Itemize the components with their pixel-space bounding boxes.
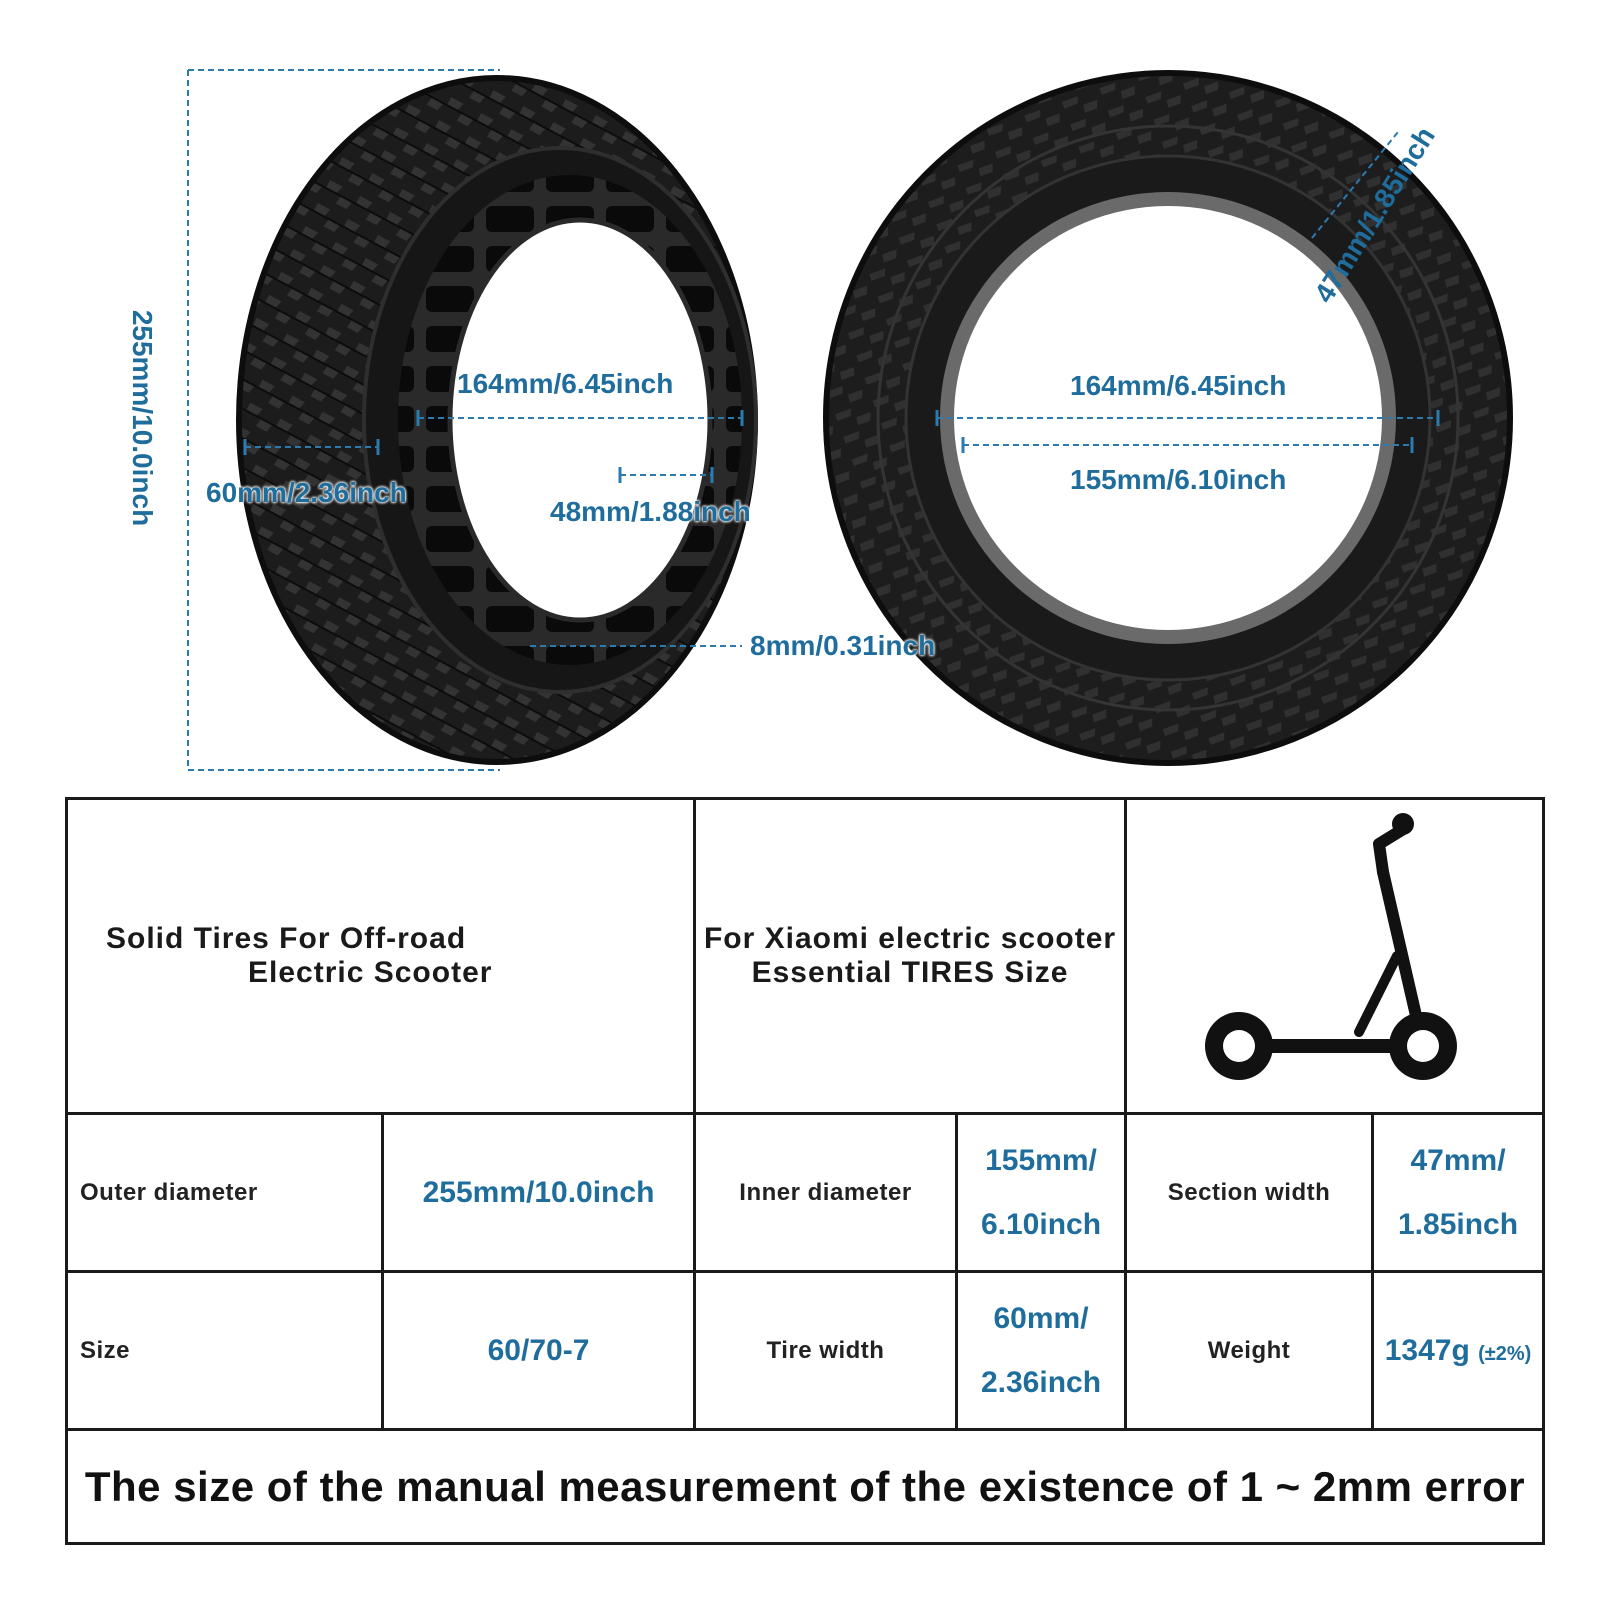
inner-diameter-label: Inner diameter xyxy=(693,1112,958,1273)
section-width-inch: 1.85inch xyxy=(1397,1207,1519,1241)
left-tire-width-dimension: 60mm/2.36inch xyxy=(206,477,407,508)
weight-value: 1347g (±2%) xyxy=(1371,1270,1546,1431)
tire-figure: 255mm/10.0inch 164mm/6.45inch 60mm/2.36i… xyxy=(0,0,1600,780)
electric-scooter-icon xyxy=(1205,813,1458,1080)
compatibility-title-line2: Essential TIRES Size xyxy=(751,956,1069,989)
right-outer-inner-dimension: 164mm/6.45inch xyxy=(1070,370,1287,401)
product-title-line1: Solid Tires For Off-road xyxy=(106,922,467,955)
weight-grams: 1347g xyxy=(1384,1333,1470,1367)
measurement-note: The size of the manual measurement of th… xyxy=(64,1428,1546,1545)
section-width-value: 47mm/1.85inch xyxy=(1371,1112,1546,1273)
size-value: 60/70-7 xyxy=(381,1270,696,1431)
table-row: Size 60/70-7 Tire width 60mm/2.36inch We… xyxy=(65,1270,1546,1431)
tire-width-inch: 2.36inch xyxy=(980,1365,1102,1399)
scooter-image-cell xyxy=(1124,797,1546,1115)
solid-tire-icon xyxy=(236,75,758,765)
table-row: Outer diameter 255mm/10.0inch Inner diam… xyxy=(65,1112,1546,1273)
section-width-label: Section width xyxy=(1124,1112,1375,1273)
outer-diameter-label: Outer diameter xyxy=(65,1112,384,1273)
left-inner-diameter-dimension: 164mm/6.45inch xyxy=(457,368,674,399)
left-rim-dimension: 8mm/0.31inch xyxy=(750,630,936,661)
inner-diameter-mm: 155mm/ xyxy=(985,1143,1097,1177)
inner-diameter-value: 155mm/6.10inch xyxy=(954,1112,1128,1273)
product-title-cell: Solid Tires For Off-road Electric Scoote… xyxy=(65,797,696,1115)
tire-width-label: Tire width xyxy=(693,1270,958,1431)
tires-illustration xyxy=(187,69,1513,771)
tire-width-value: 60mm/2.36inch xyxy=(954,1270,1128,1431)
tire-width-mm: 60mm/ xyxy=(993,1301,1089,1335)
outer-diameter-dimension: 255mm/10.0inch xyxy=(127,309,158,527)
dimension-lines xyxy=(187,69,1438,771)
spec-table: Solid Tires For Off-road Electric Scoote… xyxy=(64,797,1546,1545)
inner-diameter-inch: 6.10inch xyxy=(980,1207,1102,1241)
weight-tolerance: (±2%) xyxy=(1478,1342,1532,1365)
left-hole-dimension: 48mm/1.88inch xyxy=(550,496,751,527)
weight-label: Weight xyxy=(1124,1270,1375,1431)
product-title-line2: Electric Scooter xyxy=(248,956,493,989)
title-row: Solid Tires For Off-road Electric Scoote… xyxy=(65,797,1546,1115)
outer-diameter-value: 255mm/10.0inch xyxy=(381,1112,696,1273)
right-inner-diameter-dimension: 155mm/6.10inch xyxy=(1070,464,1287,495)
compatibility-title-line1: For Xiaomi electric scooter xyxy=(703,922,1117,955)
size-label: Size xyxy=(65,1270,384,1431)
dimension-ticks xyxy=(243,410,1440,483)
footer-row: The size of the manual measurement of th… xyxy=(64,1428,1546,1545)
compatibility-title-cell: For Xiaomi electric scooter Essential TI… xyxy=(692,797,1128,1115)
section-width-mm: 47mm/ xyxy=(1410,1143,1506,1177)
